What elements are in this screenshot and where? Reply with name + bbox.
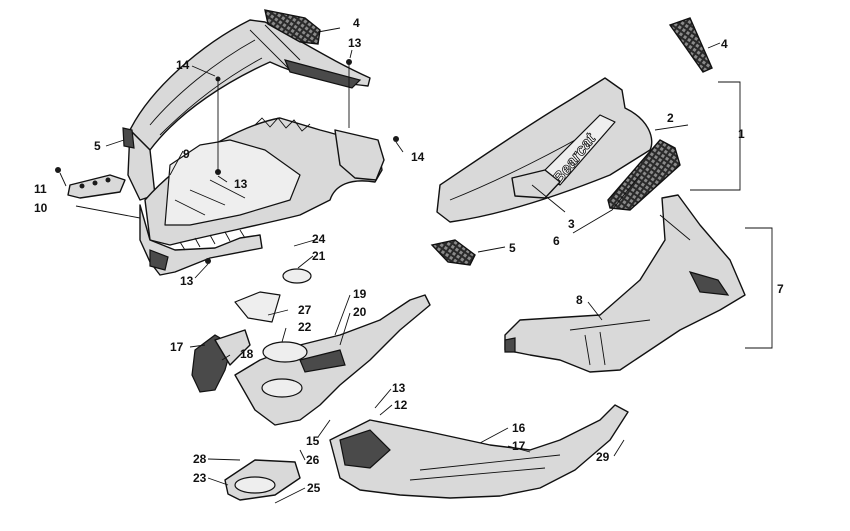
callout-13-center: 13 <box>392 381 406 395</box>
intake-mesh-lower <box>430 239 476 266</box>
callout-18: 18 <box>240 347 254 361</box>
callout-22: 22 <box>298 320 312 334</box>
callout-19: 19 <box>353 287 367 301</box>
callout-15: 15 <box>306 434 320 448</box>
callout-23: 23 <box>193 471 207 485</box>
intake-mesh-right-top <box>668 17 713 73</box>
callout-13-mid: 13 <box>234 177 248 191</box>
callout-7: 7 <box>777 282 784 296</box>
side-panel-upper: Bearcat <box>436 77 653 223</box>
grommet-21 <box>282 268 312 284</box>
callout-5-left: 5 <box>94 139 101 153</box>
callout-12: 12 <box>394 398 408 412</box>
callout-4-top: 4 <box>353 16 360 30</box>
callout-26: 26 <box>306 453 320 467</box>
callout-6: 6 <box>553 234 560 248</box>
heat-shield-27 <box>234 291 281 323</box>
callout-27: 27 <box>298 303 312 317</box>
front-nose-frame <box>127 19 385 276</box>
callout-5-right: 5 <box>509 241 516 255</box>
callout-28: 28 <box>193 452 207 466</box>
callout-1: 1 <box>738 127 745 141</box>
callout-20: 20 <box>353 305 367 319</box>
callout-17-left: 17 <box>170 340 184 354</box>
callout-13-top: 13 <box>348 36 362 50</box>
callout-14-right: 14 <box>411 150 425 164</box>
hood-support-panel <box>234 294 431 426</box>
callout-8: 8 <box>576 293 583 307</box>
callout-14-left: 14 <box>176 58 190 72</box>
fasteners-left-hood <box>55 59 399 264</box>
side-clip-left <box>122 127 135 149</box>
belly-pan <box>329 404 629 499</box>
callout-17-right: 17 <box>512 439 526 453</box>
intake-mesh-top <box>264 9 321 45</box>
lower-skid-plate-23 <box>224 459 301 501</box>
callout-3: 3 <box>568 217 575 231</box>
callout-9: 9 <box>183 147 190 161</box>
callout-24: 24 <box>312 232 326 246</box>
leader-lines <box>59 27 773 504</box>
callout-4-right: 4 <box>721 37 728 51</box>
callout-2: 2 <box>667 111 674 125</box>
callout-11: 11 <box>34 182 47 196</box>
side-deflector-17-18 <box>191 329 251 393</box>
callout-10: 10 <box>34 201 48 215</box>
callout-16: 16 <box>512 421 526 435</box>
callout-29: 29 <box>596 450 610 464</box>
callout-labels: 4 13 14 5 9 13 11 10 14 13 4 2 1 3 6 5 7… <box>34 16 784 495</box>
callout-13-bottom: 13 <box>180 274 194 288</box>
side-panel-lower <box>504 194 746 373</box>
callout-21: 21 <box>312 249 326 263</box>
callout-25: 25 <box>307 481 321 495</box>
headlight-bracket <box>67 174 126 199</box>
